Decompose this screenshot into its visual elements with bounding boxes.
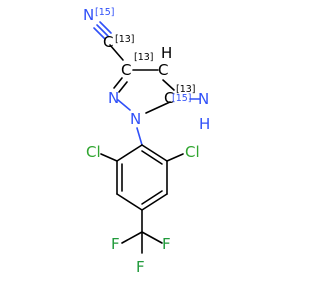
nitrile-carbon-label: C: [103, 33, 113, 51]
ring-c4-h-label: H: [161, 44, 172, 62]
fluorine-bottom-label: F: [136, 258, 145, 276]
bond-cf3-f-left: [121, 231, 143, 244]
amino-nitrogen-isotope: [15]: [172, 93, 192, 104]
nitrile-carbon-isotope: [13]: [115, 34, 135, 45]
amino-nitrogen-label: N: [198, 90, 209, 108]
fluorine-left-label: F: [111, 235, 120, 253]
bond-chlorine-left: [100, 153, 118, 162]
fluorine-right-label: F: [162, 235, 171, 253]
bond-c4-c5: [162, 79, 175, 91]
phenyl-ring: [116, 144, 168, 211]
nitrile-nitrogen-label: N: [83, 6, 94, 24]
amino-hydrogen-label: H: [199, 115, 210, 133]
ring-c3-label: C: [121, 61, 131, 79]
ring-c5-isotope: [13]: [176, 84, 196, 95]
bond-nitrile-ring: [109, 44, 124, 61]
bond-n2-c3: [113, 77, 123, 89]
nitrile-triple-bond: [93, 21, 112, 40]
chlorine-left-label: Cl: [86, 143, 101, 161]
ring-c4-label: C: [158, 61, 168, 79]
bond-c5-n1: [145, 101, 171, 114]
nitrile-nitrogen-isotope: [15]: [95, 7, 115, 18]
molecule-structure: N [15] C [13] C [13] H C N C [13] N [15]…: [83, 6, 210, 276]
bond-cf3-f-right: [141, 231, 163, 244]
bond-n1-phenyl: [136, 127, 143, 146]
ring-c5-label: C: [164, 89, 174, 107]
ring-n1-label: N: [130, 110, 141, 128]
bond-n1-n2: [117, 99, 131, 111]
bond-chlorine-right: [166, 153, 184, 162]
chlorine-right-label: Cl: [185, 143, 200, 161]
ring-n2-label: N: [108, 89, 119, 107]
bond-n2-c3-double: [118, 81, 128, 93]
ring-c3-isotope: [13]: [134, 52, 154, 63]
